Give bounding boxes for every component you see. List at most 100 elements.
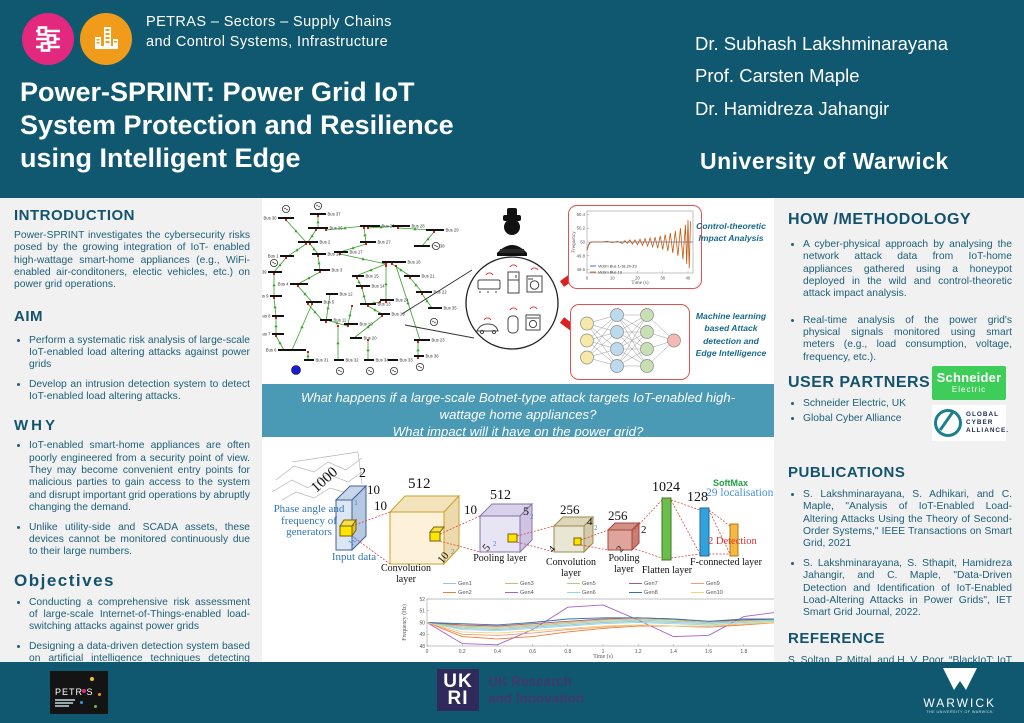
gca-ring-icon xyxy=(934,409,962,438)
gen-frequency-plot: 00.20.40.60.811.21.41.61.824849505152Tim… xyxy=(401,597,781,660)
cnn-connectors xyxy=(351,499,731,565)
legend-label: Gen8 xyxy=(644,589,658,596)
legend-item: Gen8 xyxy=(629,588,691,597)
legend-label: Gen9 xyxy=(706,580,720,587)
why-heading: WHY xyxy=(14,417,58,435)
partners-heading: USER PARTNERS xyxy=(788,374,931,392)
conv2-label: Convolution layer xyxy=(545,557,596,579)
svg-text:Bus 21: Bus 21 xyxy=(422,274,436,279)
svg-text:Bus 14: Bus 14 xyxy=(372,284,386,289)
svg-text:Frequency (Hz): Frequency (Hz) xyxy=(401,604,408,641)
partner-2: Global Cyber Alliance xyxy=(803,413,943,425)
svg-text:0.4: 0.4 xyxy=(494,649,501,655)
svg-text:Bus 15: Bus 15 xyxy=(366,274,380,279)
legend-swatch xyxy=(691,591,704,594)
legend-item: Gen10 xyxy=(691,588,753,597)
publication-2: S. Lakshminarayana, S. Sthapit, Hamidrez… xyxy=(803,558,1012,620)
poster-title: Power-SPRINT: Power Grid IoT System Prot… xyxy=(20,77,454,173)
question-line1: What happens if a large-scale Botnet-typ… xyxy=(300,390,736,423)
signal-sketch xyxy=(271,451,363,501)
control-theoretic-label: Control-theoretic Impact Analysis xyxy=(696,221,766,244)
svg-text:30: 30 xyxy=(660,275,665,280)
publication-1: S. Lakshminarayana, S. Adhikari, and C. … xyxy=(803,489,1012,551)
svg-text:10: 10 xyxy=(610,275,615,280)
petras-tagline-line xyxy=(55,705,69,707)
dim-10-conv1: 10 xyxy=(374,498,387,513)
aim-heading: AIM xyxy=(14,307,43,325)
introduction-heading: INTRODUCTION xyxy=(14,207,135,224)
petras-sliders-icon xyxy=(22,13,74,65)
dim-4-conv2: 4 xyxy=(587,516,593,528)
svg-text:1.8: 1.8 xyxy=(740,649,747,655)
conv2-shape xyxy=(552,515,595,554)
svg-text:Bus 23: Bus 23 xyxy=(432,338,446,343)
legend-item: Gen2 xyxy=(443,588,505,597)
legend-item: Gen6 xyxy=(567,588,629,597)
petras-tagline-line xyxy=(55,699,75,701)
dim-256-conv2: 256 xyxy=(560,502,580,517)
publications-heading: PUBLICATIONS xyxy=(788,464,906,482)
why-bullet-1: IoT-enabled smart-home appliances are of… xyxy=(29,440,250,514)
legend-swatch xyxy=(505,591,518,594)
left-column: INTRODUCTION Power-SPRINT investigates t… xyxy=(0,198,262,676)
petras-tagline-line xyxy=(55,702,73,704)
svg-text:Bus 27: Bus 27 xyxy=(378,240,392,245)
svg-text:50: 50 xyxy=(419,620,425,626)
pool1-label: Pooling layer xyxy=(473,553,527,564)
ukri-line1: UK Research xyxy=(488,674,573,689)
svg-text:Bus 9: Bus 9 xyxy=(262,294,269,299)
svg-text:Bus 29: Bus 29 xyxy=(446,228,460,233)
petras-dot xyxy=(90,677,94,681)
warwick-w-icon xyxy=(942,668,977,690)
author-3: Dr. Hamidreza Jahangir xyxy=(695,97,890,119)
svg-text:Bus 20: Bus 20 xyxy=(364,336,378,341)
program-name: PETRAS – Sectors – Supply Chains and Con… xyxy=(146,13,392,52)
petras-dot xyxy=(94,705,97,708)
dim-10-pool1: 10 xyxy=(464,502,477,517)
dim-128: 128 xyxy=(687,490,708,505)
authors: Dr. Subhash Lakshminarayana Prof. Carste… xyxy=(695,28,948,125)
infrastructure-icon xyxy=(80,13,132,65)
dim-1: 1 xyxy=(354,498,358,507)
aim-list: Perform a systematic risk analysis of la… xyxy=(14,335,250,404)
svg-text:Bus 22: Bus 22 xyxy=(434,290,448,295)
header: PETRAS – Sectors – Supply Chains and Con… xyxy=(0,0,1024,198)
gca-line1: GLOBAL xyxy=(966,411,999,419)
svg-text:49.8: 49.8 xyxy=(577,253,586,258)
fc-bar xyxy=(699,507,710,557)
svg-text:Victim Bus 1-18,20-29: Victim Bus 1-18,20-29 xyxy=(598,264,637,269)
dim-2-input: 2 xyxy=(359,466,366,481)
conv1-label: Convolution layer xyxy=(380,563,431,585)
program-line2: and Control Systems, Infrastructure xyxy=(146,33,389,50)
buildings-icon xyxy=(95,27,118,49)
dim-2-pool2: 2 xyxy=(641,524,647,536)
svg-text:0: 0 xyxy=(426,649,429,655)
global-cyber-alliance-logo: GLOBAL CYBER ALLIANCE. xyxy=(932,405,1010,442)
legend-item: Gen5 xyxy=(567,579,629,588)
petras-dot xyxy=(82,689,86,693)
hacker-icon xyxy=(497,208,527,256)
svg-text:Bus 26: Bus 26 xyxy=(382,224,396,229)
dim-2-pool1b: 2 xyxy=(493,540,497,548)
svg-text:Bus 7: Bus 7 xyxy=(262,332,271,337)
svg-text:Bus 32: Bus 32 xyxy=(346,358,360,363)
cnn-architecture-figure: Phase angle and frequency of generators … xyxy=(262,440,774,584)
legend-swatch xyxy=(443,582,456,585)
svg-text:Bus 17: Bus 17 xyxy=(350,250,364,255)
svg-text:1.2: 1.2 xyxy=(635,649,642,655)
objectives-bullet-1: Conducting a comprehensive risk assessme… xyxy=(29,597,250,634)
svg-text:Bus 8: Bus 8 xyxy=(262,314,271,319)
petras-dot xyxy=(98,693,101,696)
gca-line3: ALLIANCE. xyxy=(966,427,1010,435)
partners-list: Schneider Electric, UK Global Cyber Alli… xyxy=(788,398,943,426)
svg-text:Bus 10: Bus 10 xyxy=(360,322,374,327)
legend-label: Gen3 xyxy=(520,580,534,587)
svg-text:Bus 36: Bus 36 xyxy=(426,354,440,359)
legend-label: Gen1 xyxy=(458,580,472,587)
svg-text:49: 49 xyxy=(419,632,425,638)
introduction-body: Power-SPRINT investigates the cybersecur… xyxy=(14,230,250,291)
schneider-line1: Schneider xyxy=(936,370,1002,386)
aim-bullet-2: Develop an intrusion detection system to… xyxy=(29,379,250,404)
legend-label: Gen7 xyxy=(644,580,658,587)
